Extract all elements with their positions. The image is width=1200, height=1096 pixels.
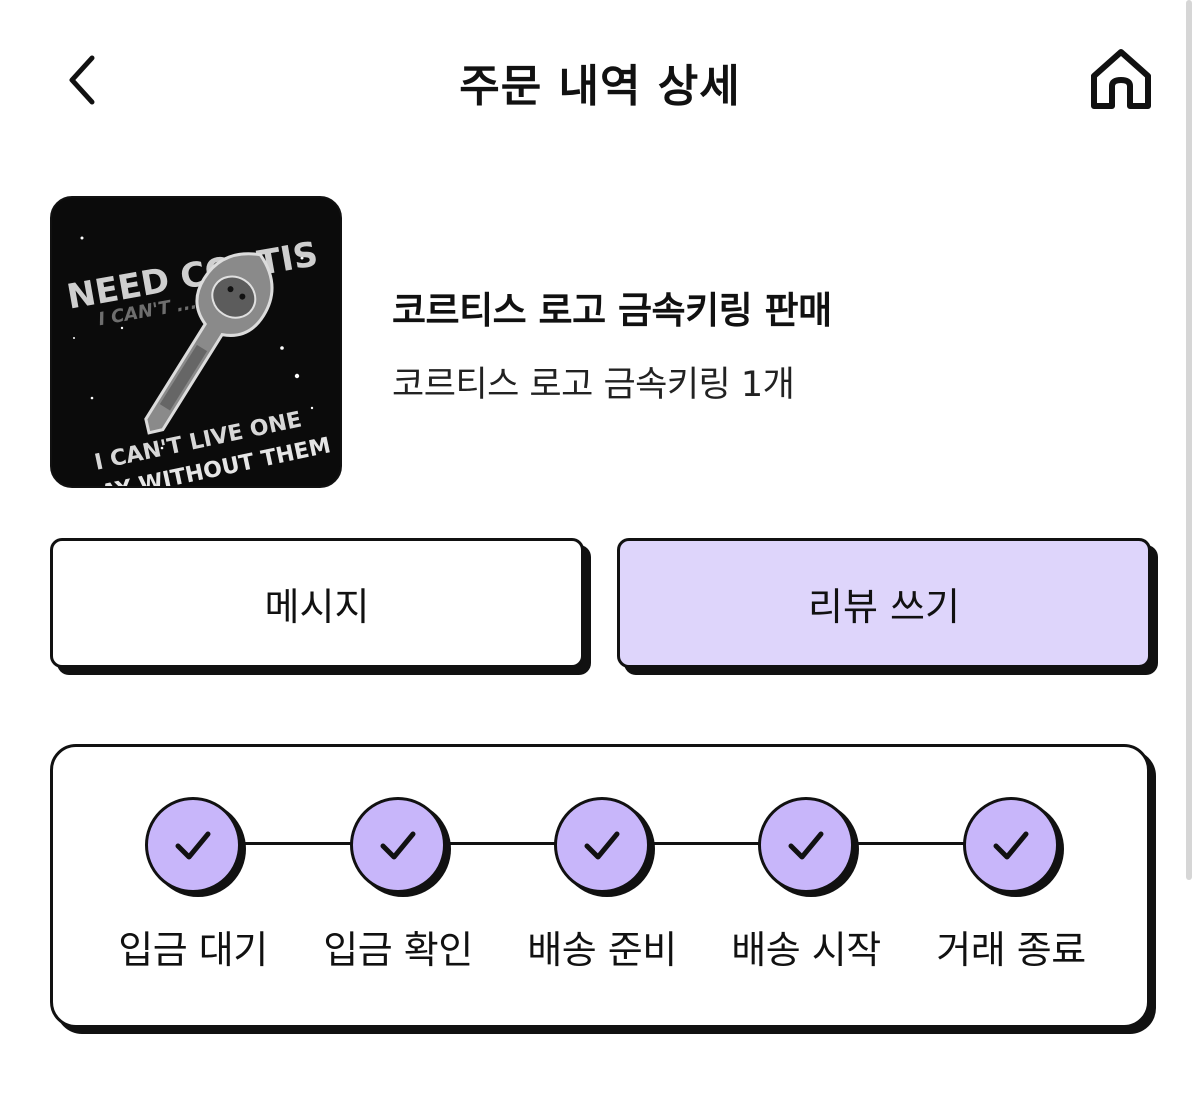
step-label-deposit-confirmed: 입금 확인 [323, 928, 473, 972]
step-label-shipping-started: 배송 시작 [731, 928, 881, 972]
step-complete-indicator [554, 797, 650, 893]
step-complete-indicator [963, 797, 1059, 893]
step-label-shipping-prep: 배송 준비 [527, 928, 677, 972]
check-icon [380, 831, 416, 860]
write-review-button[interactable]: 리뷰 쓰기 [617, 538, 1151, 668]
order-status-tracker: 입금 대기 입금 확인 배송 준비 배송 시작 거래 종료 [50, 744, 1150, 1028]
top-app-bar: 주문 내역 상세 [0, 0, 1200, 160]
step-complete-indicator [145, 797, 241, 893]
step-connector [857, 842, 967, 845]
step-connector [653, 842, 763, 845]
product-option: 코르티스 로고 금속키링 1개 [392, 365, 795, 405]
chevron-left-icon [69, 55, 95, 105]
product-summary: NEED CORTIS I CAN'T ... TIS I CAN'T LIVE… [0, 190, 1200, 500]
product-thumbnail[interactable]: NEED CORTIS I CAN'T ... TIS I CAN'T LIVE… [50, 196, 342, 488]
scrollbar[interactable] [1186, 0, 1192, 880]
home-button[interactable] [1084, 42, 1158, 116]
check-icon [175, 831, 211, 860]
back-button[interactable] [52, 48, 112, 112]
page-title: 주문 내역 상세 [459, 61, 741, 112]
check-icon [993, 831, 1029, 860]
keyring-image: NEED CORTIS I CAN'T ... TIS I CAN'T LIVE… [52, 198, 340, 486]
step-complete-indicator [350, 797, 446, 893]
step-label-deposit-pending: 입금 대기 [118, 928, 268, 972]
product-title: 코르티스 로고 금속키링 판매 [392, 289, 832, 332]
check-icon [584, 831, 620, 860]
step-label-transaction-complete: 거래 종료 [936, 928, 1086, 972]
step-complete-indicator [758, 797, 854, 893]
message-button[interactable]: 메시지 [50, 538, 584, 668]
step-connector [449, 842, 559, 845]
home-icon [1091, 49, 1151, 109]
step-connector [243, 842, 353, 845]
check-icon [788, 831, 824, 860]
